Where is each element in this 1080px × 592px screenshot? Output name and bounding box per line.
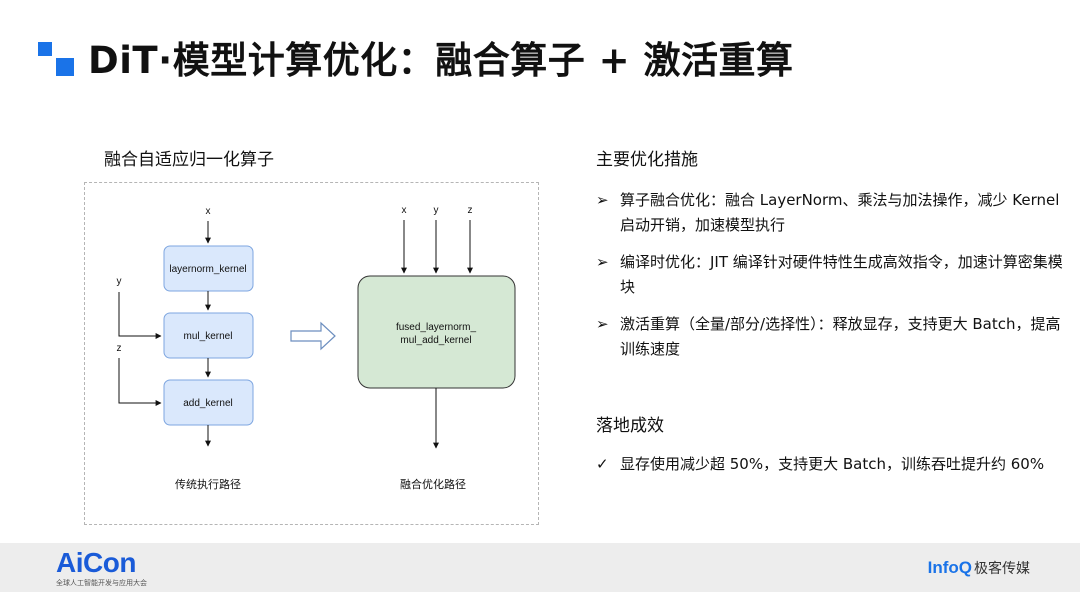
measure-text: 算子融合优化：融合 LayerNorm、乘法与加法操作，减少 Kernel 启动… — [620, 191, 1060, 234]
list-item: ✓ 显存使用减少超 50%，支持更大 Batch，训练吞吐提升约 60% — [596, 452, 1066, 477]
input-x-label: x — [206, 206, 211, 217]
measures-list: ➢ 算子融合优化：融合 LayerNorm、乘法与加法操作，减少 Kernel … — [596, 188, 1066, 374]
measure-text: 编译时优化：JIT 编译针对硬件特性生成高效指令，加速计算密集模块 — [620, 253, 1063, 296]
input-y-label: y — [117, 276, 122, 287]
arrow-bullet-icon: ➢ — [596, 253, 609, 271]
results-list: ✓ 显存使用减少超 50%，支持更大 Batch，训练吞吐提升约 60% — [596, 452, 1066, 489]
transform-arrow-icon — [290, 321, 336, 351]
mul-kernel-label: mul_kernel — [184, 331, 233, 342]
fused-input-x-label: x — [402, 205, 407, 216]
fused-input-y-label: y — [434, 205, 439, 216]
aicon-logo: AiCon 全球人工智能开发与应用大会 — [56, 549, 147, 588]
edge-z-to-add — [118, 358, 162, 406]
traditional-path-label: 传统执行路径 — [175, 477, 241, 491]
measures-heading: 主要优化措施 — [596, 150, 698, 170]
list-item: ➢ 编译时优化：JIT 编译针对硬件特性生成高效指令，加速计算密集模块 — [596, 250, 1066, 300]
list-item: ➢ 算子融合优化：融合 LayerNorm、乘法与加法操作，减少 Kernel … — [596, 188, 1066, 238]
check-icon: ✓ — [596, 455, 609, 473]
fused-kernel-label-line2: mul_add_kernel — [400, 335, 471, 346]
title-square-icon — [38, 42, 74, 78]
list-item: ➢ 激活重算（全量/部分/选择性）：释放显存，支持更大 Batch，提高训练速度 — [596, 312, 1066, 362]
fused-path-label: 融合优化路径 — [400, 477, 466, 491]
edge-y-to-mul — [118, 292, 162, 339]
infoq-subtitle: 极客传媒 — [974, 561, 1030, 577]
layernorm-kernel-label: layernorm_kernel — [169, 264, 246, 275]
arrow-bullet-icon: ➢ — [596, 315, 609, 333]
diagram-frame — [84, 182, 539, 525]
results-heading: 落地成效 — [596, 416, 664, 436]
result-text: 显存使用减少超 50%，支持更大 Batch，训练吞吐提升约 60% — [620, 455, 1045, 473]
fused-input-z-label: z — [468, 205, 473, 216]
diagram-heading: 融合自适应归一化算子 — [104, 150, 274, 170]
add-kernel-label: add_kernel — [183, 398, 232, 409]
measure-text: 激活重算（全量/部分/选择性）：释放显存，支持更大 Batch，提高训练速度 — [620, 315, 1061, 358]
input-z-label: z — [117, 343, 122, 354]
arrow-bullet-icon: ➢ — [596, 191, 609, 209]
infoq-brand: InfoQ — [927, 558, 972, 577]
page-title: DiT·模型计算优化：融合算子 + 激活重算 — [88, 39, 794, 82]
aicon-brand: AiCon — [56, 547, 136, 578]
fused-kernel-label-line1: fused_layernorm_ — [396, 322, 476, 333]
aicon-subtitle: 全球人工智能开发与应用大会 — [56, 579, 147, 587]
